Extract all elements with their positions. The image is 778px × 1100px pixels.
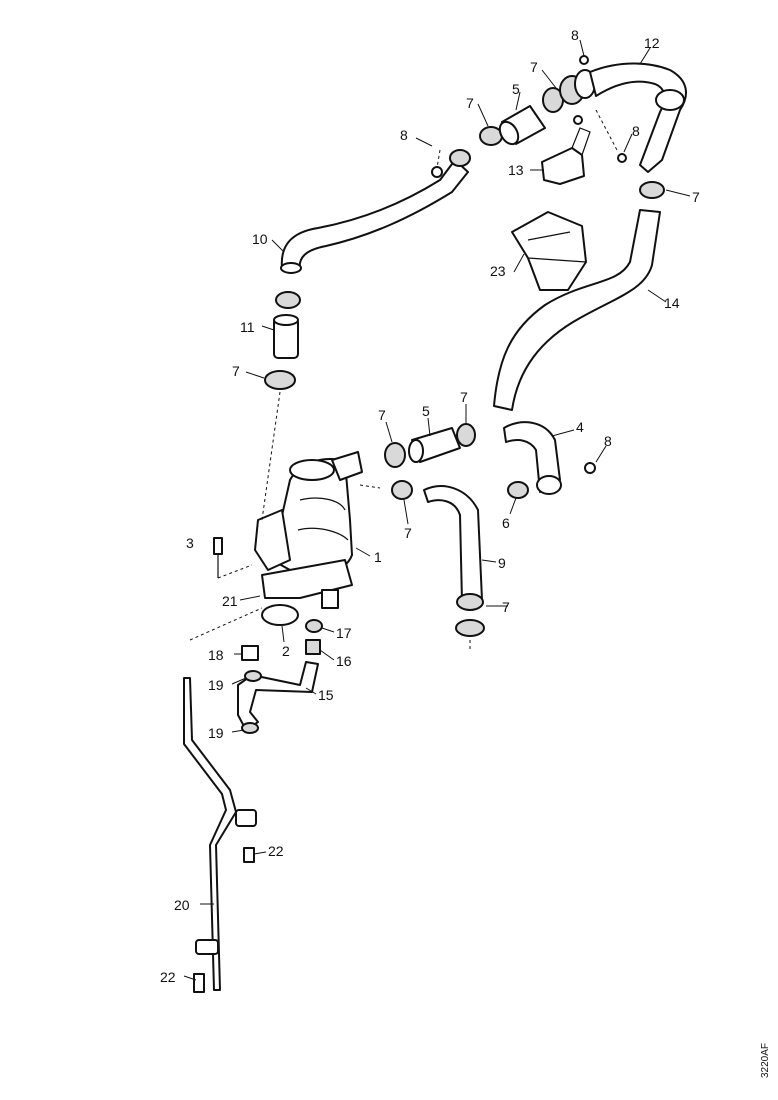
hose-12 (589, 62, 687, 173)
callout-1: 1 (374, 549, 382, 565)
pipe-15 (237, 661, 319, 734)
callout-16: 16 (336, 653, 352, 669)
callout-7: 7 (502, 599, 510, 615)
callout-7: 7 (404, 525, 412, 541)
callout-11: 11 (240, 319, 255, 335)
callout-8: 8 (400, 127, 408, 143)
bracket-13 (541, 115, 627, 185)
reference-code: 3220AF (760, 1043, 771, 1078)
callout-14: 14 (664, 295, 680, 311)
callout-18: 18 (208, 647, 224, 663)
callout-19: 19 (208, 677, 224, 693)
callout-22: 22 (160, 969, 176, 985)
callout-22: 22 (268, 843, 284, 859)
callout-8: 8 (604, 433, 612, 449)
callout-6: 6 (502, 515, 510, 531)
bolt-22b (193, 973, 205, 993)
callout-7: 7 (232, 363, 240, 379)
clamp-7-mid1 (384, 442, 406, 468)
callout-23: 23 (490, 263, 506, 279)
clamp-7-11bot (264, 370, 296, 390)
callout-8: 8 (571, 27, 579, 43)
clamp-7-mid2 (456, 423, 476, 447)
tube-5-mid (408, 427, 461, 463)
pump-1 (254, 451, 363, 609)
clamp-7-pump (391, 480, 413, 500)
clamp-7-upper (479, 126, 503, 146)
hose-clamp-8a (431, 149, 471, 178)
bolt-8-top (579, 55, 589, 65)
seal-2 (261, 604, 299, 626)
bolt-22a (243, 847, 255, 863)
callout-10: 10 (252, 231, 268, 247)
callout-7: 7 (692, 189, 700, 205)
cover-23 (511, 211, 587, 291)
tube-5-upper (498, 105, 546, 146)
callout-21: 21 (222, 593, 238, 609)
assembly-lines (189, 109, 619, 652)
callout-13: 13 (508, 162, 524, 178)
hose-9 (423, 485, 485, 637)
bolt-3 (213, 537, 223, 578)
callout-2: 2 (282, 643, 290, 659)
callout-19: 19 (208, 725, 224, 741)
hose-14 (493, 209, 661, 411)
clamp-6 (507, 481, 529, 499)
hose-4 (503, 421, 596, 495)
callout-12: 12 (644, 35, 660, 51)
clamp-7-right (639, 181, 665, 199)
callout-7: 7 (460, 389, 468, 405)
callout-17: 17 (336, 625, 352, 641)
tube-11 (273, 314, 299, 359)
callout-5: 5 (422, 403, 430, 419)
callout-5: 5 (512, 81, 520, 97)
callout-9: 9 (498, 555, 506, 571)
fitting-18 (241, 645, 259, 661)
fitting-17 (305, 619, 323, 655)
bracket-20 (183, 677, 257, 991)
clamp-7-upper2 (542, 69, 596, 113)
callout-20: 20 (174, 897, 190, 913)
callout-7: 7 (466, 95, 474, 111)
callout-8: 8 (632, 123, 640, 139)
callout-4: 4 (576, 419, 584, 435)
callout-7: 7 (378, 407, 386, 423)
callout-labels: 8 12 7 5 7 8 8 13 7 10 23 14 11 7 7 5 7 … (160, 27, 700, 985)
callout-15: 15 (318, 687, 334, 703)
callout-3: 3 (186, 535, 194, 551)
callout-7: 7 (530, 59, 538, 75)
leader-lines (183, 39, 691, 981)
clamp-7-11top (275, 291, 301, 309)
